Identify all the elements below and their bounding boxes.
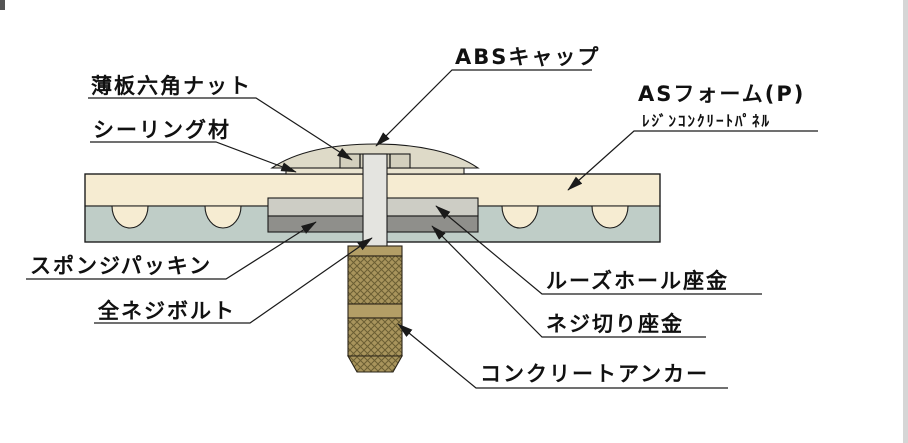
- panel-core-void: [204, 205, 242, 229]
- label-sealing-material: シーリング材: [93, 118, 231, 142]
- threaded-bolt-shaft: [362, 153, 388, 257]
- anchor-tip: [347, 355, 403, 373]
- panel-core-void: [501, 205, 539, 229]
- anchor-band: [347, 303, 403, 319]
- concrete-anchor-body: [347, 245, 403, 373]
- panel-core-void: [111, 205, 149, 229]
- page-edge-strip: [903, 0, 908, 443]
- leader-sponge-packing: [26, 221, 317, 280]
- label-threaded-bolt: 全ネジボルト: [97, 299, 236, 323]
- leader-sealing-material: [90, 141, 297, 173]
- leader-abs-cap: [375, 69, 592, 147]
- page-corner-artifact: [0, 0, 5, 10]
- leader-thin-hex-nut: [88, 97, 353, 161]
- label-threaded-washer: ネジ切り座金: [546, 312, 684, 336]
- label-loose-hole-washer: ルーズホール座金: [546, 269, 729, 293]
- label-concrete-anchor: コンクリートアンカー: [480, 362, 709, 386]
- anchor-knurl-upper: [347, 255, 403, 305]
- panel-core-void: [591, 205, 629, 229]
- anchor-collar: [347, 245, 403, 257]
- leader-concrete-anchor: [397, 323, 728, 389]
- label-abs-cap: ABSキャップ: [455, 45, 600, 69]
- label-sponge-packing: スポンジパッキン: [30, 254, 212, 278]
- leader-threaded-bolt: [94, 237, 373, 324]
- leader-threaded-washer: [431, 225, 706, 338]
- leader-loose-hole-washer: [435, 205, 762, 295]
- label-as-form: ASフォーム(P): [638, 82, 805, 106]
- label-thin-hex-nut: 薄板六角ナット: [91, 74, 252, 98]
- leader-as-form: [567, 130, 818, 191]
- anchor-knurl-lower: [347, 317, 403, 357]
- label-as-form-sub: ﾚｼﾞﾝｺﾝｸﾘｰﾄﾊﾟﾈﾙ: [642, 112, 771, 130]
